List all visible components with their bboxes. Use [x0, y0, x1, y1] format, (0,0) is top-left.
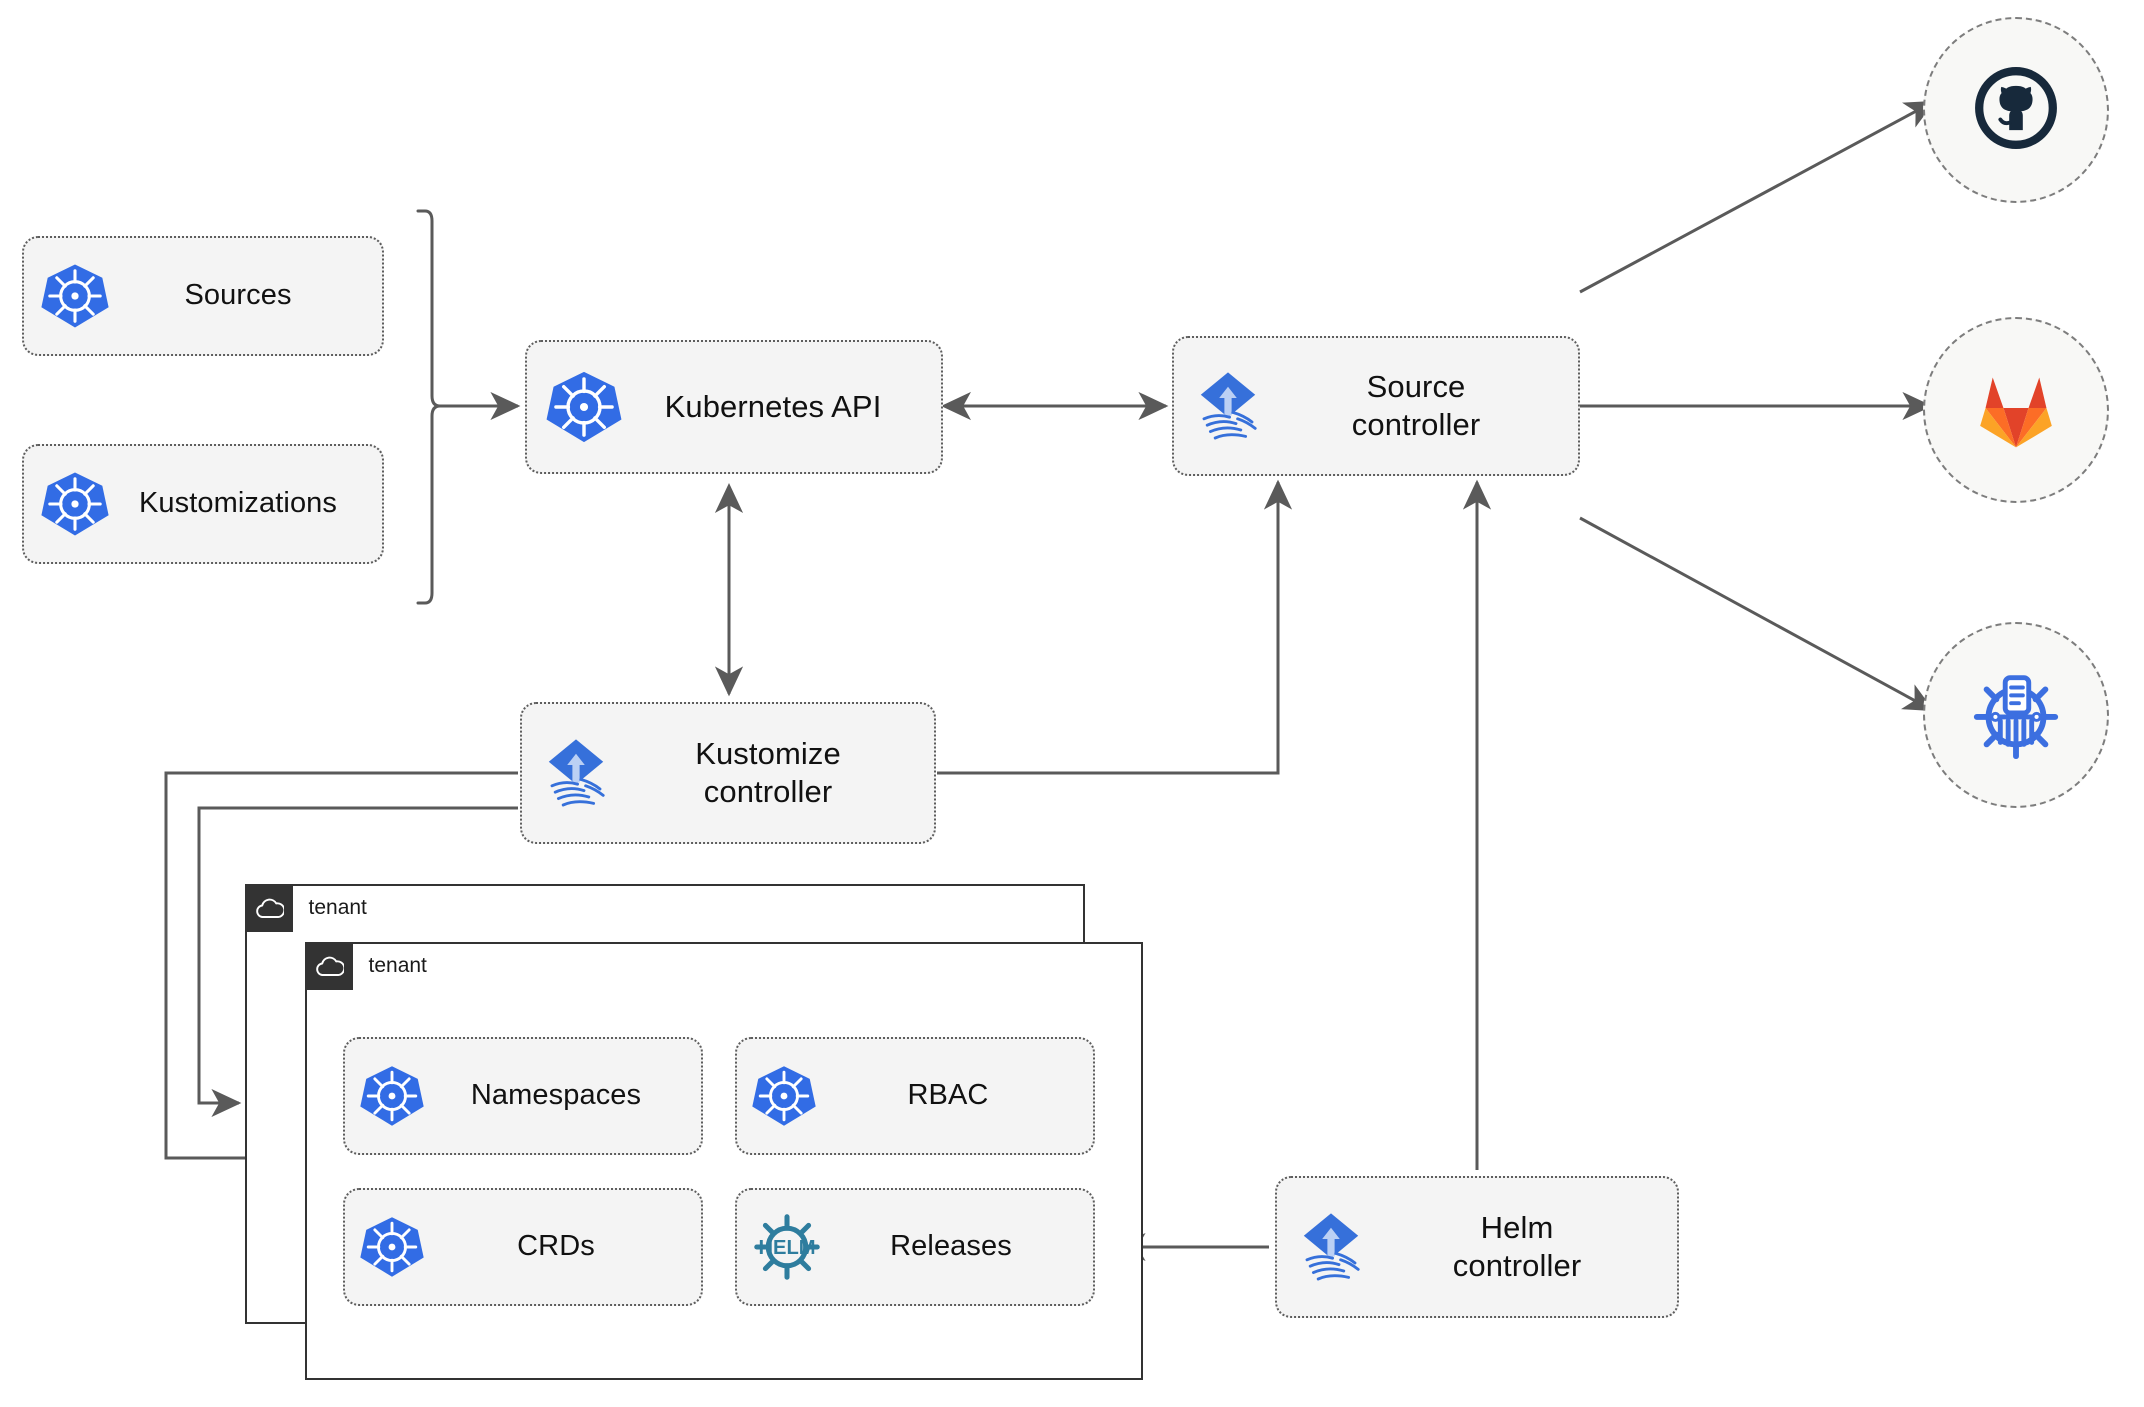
resource-label: Sources	[184, 279, 292, 312]
wire-kustomize-to-tenant-outer	[164, 771, 518, 1173]
tenant-object-label: Namespaces	[470, 1079, 642, 1112]
kubernetes-icon	[40, 469, 110, 539]
resource-group-bracket	[416, 209, 441, 605]
wire-kustomize-to-tenant-inner	[197, 806, 518, 1118]
resource-node-kustomizations[interactable]: Kustomizations	[22, 444, 384, 564]
resource-label: Kustomizations	[138, 487, 338, 520]
kubernetes-api-node[interactable]: Kubernetes API	[525, 340, 943, 474]
cloud-icon	[304, 941, 353, 990]
repository-github[interactable]	[1923, 17, 2109, 203]
kubernetes-icon	[359, 1214, 425, 1280]
kubernetes-icon	[751, 1063, 817, 1129]
helm-icon: HELM	[751, 1211, 823, 1283]
tenant-container-inner: tenant	[304, 941, 1143, 1380]
repository-gitlab[interactable]	[1923, 317, 2109, 503]
cloud-icon	[244, 883, 293, 932]
tenant-header: tenant	[304, 941, 427, 990]
github-icon	[1970, 62, 2062, 159]
tenant-object-label: CRDs	[517, 1230, 595, 1263]
source-controller-node[interactable]: Source controller	[1172, 336, 1580, 476]
resource-node-sources[interactable]: Sources	[22, 236, 384, 356]
wire-source-to-github	[1579, 100, 1936, 294]
wire-source-to-helm-repo	[1579, 516, 1935, 712]
tenant-object-namespaces[interactable]: Namespaces	[343, 1037, 703, 1155]
helm-chart-repository-icon	[1967, 664, 2065, 767]
helm-controller-node[interactable]: Helm controller	[1275, 1176, 1679, 1318]
tenant-object-label: RBAC	[907, 1079, 989, 1112]
flux-icon	[1188, 366, 1268, 446]
repository-helm-charts[interactable]	[1923, 622, 2109, 808]
tenant-object-label: Releases	[890, 1230, 1012, 1263]
tenant-name: tenant	[368, 953, 427, 977]
tenant-name: tenant	[308, 895, 367, 919]
kustomize-controller-label: Kustomize controller	[695, 736, 841, 809]
helm-controller-label: Helm controller	[1452, 1210, 1582, 1283]
tenant-object-rbac[interactable]: RBAC	[735, 1037, 1095, 1155]
flux-icon	[1291, 1207, 1371, 1287]
tenant-header: tenant	[244, 883, 367, 932]
kubernetes-icon	[40, 261, 110, 331]
flux-icon	[536, 733, 616, 813]
kubernetes-icon	[545, 368, 623, 446]
tenant-object-releases[interactable]: HELM Releases	[735, 1188, 1095, 1306]
svg-text:HELM: HELM	[758, 1237, 815, 1259]
gitlab-icon	[1971, 365, 2061, 456]
kubernetes-icon	[359, 1063, 425, 1129]
source-controller-label: Source controller	[1351, 369, 1481, 442]
kubernetes-api-label: Kubernetes API	[664, 389, 882, 425]
kustomize-controller-node[interactable]: Kustomize controller	[520, 702, 936, 844]
wire-kustomize-to-source	[937, 479, 1293, 775]
tenant-object-crds[interactable]: CRDs	[343, 1188, 703, 1306]
